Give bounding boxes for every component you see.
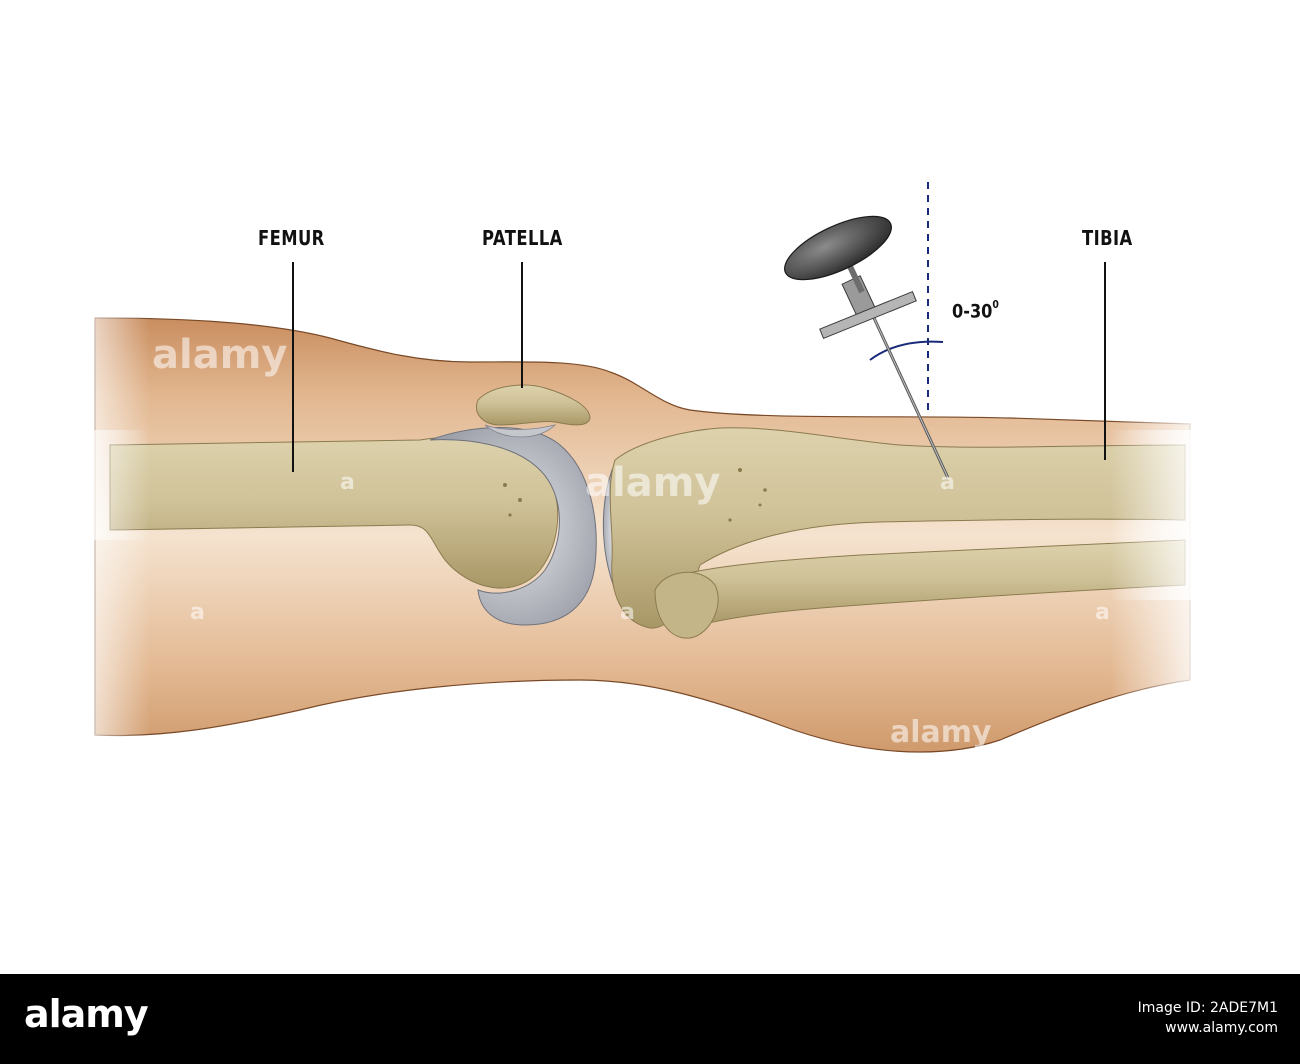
needle-instrument (784, 215, 950, 479)
tibia-label: TIBIA (1082, 226, 1133, 250)
femur-label: FEMUR (258, 226, 325, 250)
watermark-mark-2: a (940, 470, 955, 495)
watermark-left: alamy (152, 332, 288, 378)
plunger-disc (784, 215, 892, 281)
femoral-cartilage (429, 427, 597, 626)
footer-bar: alamy Image ID: 2ADE7M1 www.alamy.com (0, 974, 1300, 1064)
watermark-center: alamy (585, 460, 721, 506)
footer-logo[interactable]: alamy (24, 992, 149, 1036)
patella-bone (476, 384, 591, 426)
degree-symbol: 0 (992, 298, 999, 311)
footer-image-info: Image ID: 2ADE7M1 www.alamy.com (1138, 998, 1278, 1038)
watermark-mark-3: a (190, 600, 205, 625)
angle-arc (869, 340, 944, 361)
site-url[interactable]: www.alamy.com (1165, 1020, 1278, 1036)
watermark-bottom: alamy (890, 715, 992, 750)
angle-value: 0-30 (952, 300, 993, 323)
angle-label: 0-300 (952, 298, 999, 323)
bone-texture (503, 468, 767, 522)
patella-label: PATELLA (482, 226, 563, 250)
watermark-mark-1: a (340, 470, 355, 495)
watermark-mark-4: a (620, 600, 635, 625)
tibia-bone (609, 427, 1186, 629)
anatomy-illustration (60, 182, 1210, 760)
watermark-mark-5: a (1095, 600, 1110, 625)
image-id: Image ID: 2ADE7M1 (1137, 1000, 1278, 1016)
